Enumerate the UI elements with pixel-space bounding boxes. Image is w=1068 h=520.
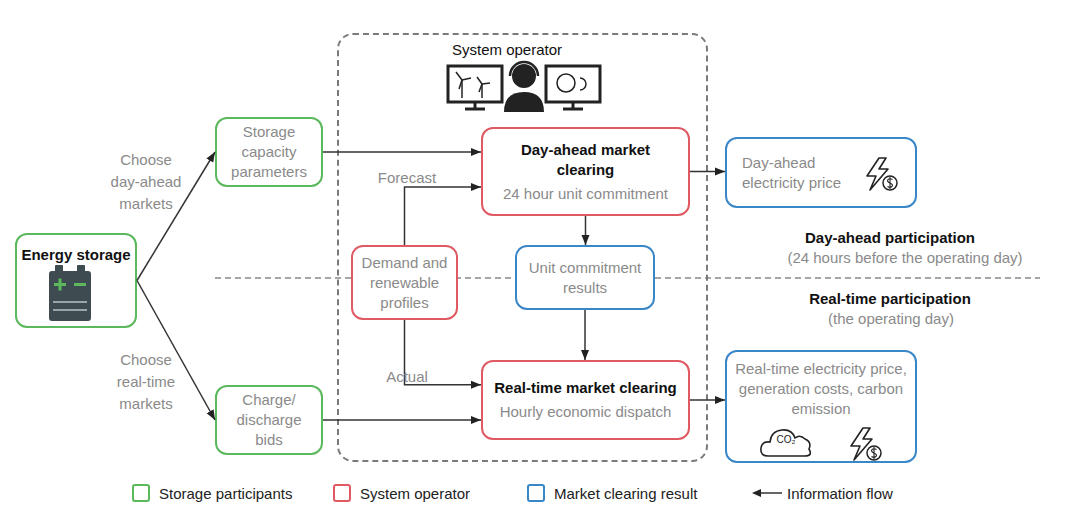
result-box: Unit commitment results <box>515 245 655 310</box>
storage-box: Energy storage <box>15 233 137 328</box>
phase-note: (24 hours before the operating day) <box>755 248 1055 268</box>
box-title: Storage capacity parameters <box>221 122 317 182</box>
price-icon <box>851 428 881 460</box>
monitor-stand <box>474 102 477 109</box>
clearing-box: Real-time market clearingHourly economic… <box>481 360 690 440</box>
gauge <box>557 74 575 92</box>
legend-swatch <box>333 484 351 502</box>
lightning-bolt <box>867 158 888 190</box>
legend-item: Information flow <box>787 483 893 503</box>
legend-text: Storage participants <box>159 485 292 502</box>
flow-arrow <box>690 399 725 401</box>
box-title: Energy storage <box>21 245 130 265</box>
participant-box: Charge/ discharge bids <box>215 385 323 455</box>
lightning-bolt <box>851 428 872 460</box>
legend-arrow <box>756 492 782 494</box>
edge-label: Actual <box>374 366 440 388</box>
battery-minus <box>74 283 86 286</box>
flow-arrow <box>405 187 482 245</box>
windmill <box>456 72 471 89</box>
flow-arrow <box>405 320 482 385</box>
legend-item: System operator <box>333 483 470 503</box>
legend-text: Information flow <box>787 485 893 502</box>
monitor <box>448 66 502 102</box>
operator-region: System operatorDay-ahead market clearing… <box>337 33 708 462</box>
coin-sign <box>888 177 893 189</box>
input-box: Demand and renewable profiles <box>351 245 458 320</box>
legend-swatch <box>527 484 545 502</box>
box-title: Demand and renewable profiles <box>357 253 453 313</box>
windmill <box>477 77 490 92</box>
result-box: Day-ahead electricity price <box>725 137 917 208</box>
legend-arrowhead <box>752 489 761 497</box>
box-title: Charge/ discharge bids <box>221 390 317 450</box>
edge-label: Choose real-time markets <box>104 349 188 415</box>
battery-body <box>49 271 91 321</box>
flow-arrow <box>690 171 725 173</box>
monitor-stand <box>563 108 583 111</box>
monitor <box>546 66 600 102</box>
battery-terminal <box>77 265 85 273</box>
gauge <box>580 78 586 90</box>
coin <box>867 446 881 460</box>
battery-icon <box>49 265 91 321</box>
operator-body <box>504 92 544 112</box>
windmill <box>481 84 483 98</box>
coin-sign <box>872 447 877 459</box>
box-title: Day-ahead market clearing <box>506 140 666 180</box>
cloud-icon <box>761 430 810 456</box>
box-title: Real-time market clearing <box>494 378 677 398</box>
battery-stripe <box>53 301 87 303</box>
phase-note: (the operating day) <box>751 309 1031 329</box>
result-box: Real-time electricity price, generation … <box>725 350 917 463</box>
legend-item: Storage participants <box>132 483 292 503</box>
headset <box>510 62 538 76</box>
phase-title: Day-ahead participation <box>790 228 990 248</box>
phase-title: Real-time participation <box>790 289 990 309</box>
legend-swatch <box>132 484 150 502</box>
box-title: Unit commitment results <box>523 258 648 298</box>
clearing-box: Day-ahead market clearing 24 hour unit co… <box>481 127 690 216</box>
coin <box>883 176 897 190</box>
monitor-stand <box>465 108 485 111</box>
flow-arrow <box>323 419 481 421</box>
flow-arrow <box>137 281 215 421</box>
operator-icon <box>448 62 600 112</box>
windmill <box>461 80 463 98</box>
box-title: Real-time electricity price, generation … <box>730 359 912 419</box>
participant-box: Storage capacity parameters <box>215 117 323 187</box>
edge-label: Choose day-ahead markets <box>104 149 188 215</box>
legend-text: System operator <box>360 485 470 502</box>
battery-plus <box>54 283 66 286</box>
flow-arrow <box>585 216 587 245</box>
flow-arrow <box>137 152 215 281</box>
price-icon <box>867 158 897 190</box>
battery-terminal <box>55 265 63 273</box>
battery-plus <box>59 279 62 291</box>
box-body: Hourly economic dispatch <box>500 402 672 422</box>
flow-arrow <box>584 310 586 360</box>
battery-stripe <box>53 309 87 311</box>
box-body: 24 hour unit commitment <box>503 184 668 204</box>
monitor-stand <box>572 102 575 109</box>
region-title: System operator <box>452 40 562 60</box>
edge-label: Forecast <box>374 167 440 189</box>
legend-text: Market clearing result <box>554 485 697 502</box>
legend-item: Market clearing result <box>527 483 697 503</box>
operator-head <box>512 64 536 88</box>
box-title: Day-ahead electricity price <box>742 153 867 193</box>
flow-arrow <box>323 151 481 153</box>
